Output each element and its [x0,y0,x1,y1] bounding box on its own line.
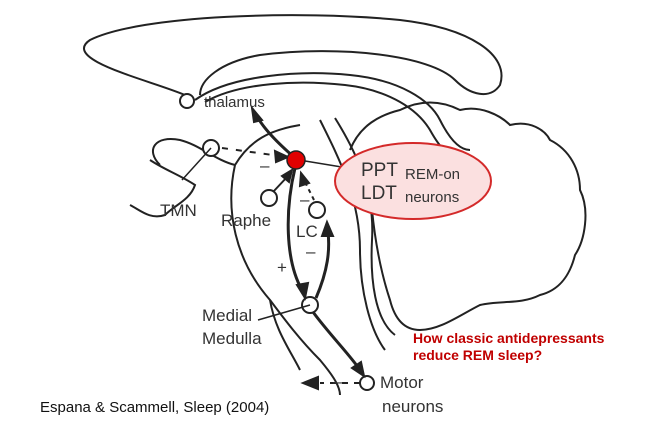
plus-sign: + [277,258,287,277]
arrow-ppt-medulla [286,167,304,291]
ppt-ldt-red-dot [286,150,306,170]
raphe-label: Raphe [221,211,272,230]
minus-sign-medulla: – [306,242,316,261]
arrow-lc [304,181,315,201]
motor-neurons-nucleus [359,375,375,391]
raphe-nucleus [260,189,278,207]
motor-label: Motor [380,373,424,392]
question-line2: reduce REM sleep? [413,347,543,363]
lc-nucleus [308,201,326,219]
ppt-ldt-highlight [334,142,492,220]
minus-sign-tmn: – [260,156,270,175]
thalamus-label: thalamus [204,94,265,111]
lc-label: LC [296,222,318,241]
corpus-callosum [83,14,503,96]
ldt-label: LDT [361,183,397,204]
neurons-label: neurons [405,189,460,206]
question-line1: How classic antidepressants [413,330,605,346]
tmn-label: TMN [160,201,197,220]
minus-sign-motor: – [333,372,343,391]
rem-on-label: REM-on [405,166,461,183]
cerebellum [349,101,587,332]
motor-neurons-label: neurons [382,397,444,416]
minus-sign-lc: – [300,190,310,209]
citation: Espana & Scammell, Sleep (2004) [40,399,270,416]
medial-label: Medial [202,306,253,325]
ppt-label: PPT [361,160,398,181]
medulla-label: Medulla [202,329,262,348]
arrow-tmn [221,147,281,157]
arrow-medulla-lc [314,231,331,299]
thalamus-nucleus [179,93,195,109]
